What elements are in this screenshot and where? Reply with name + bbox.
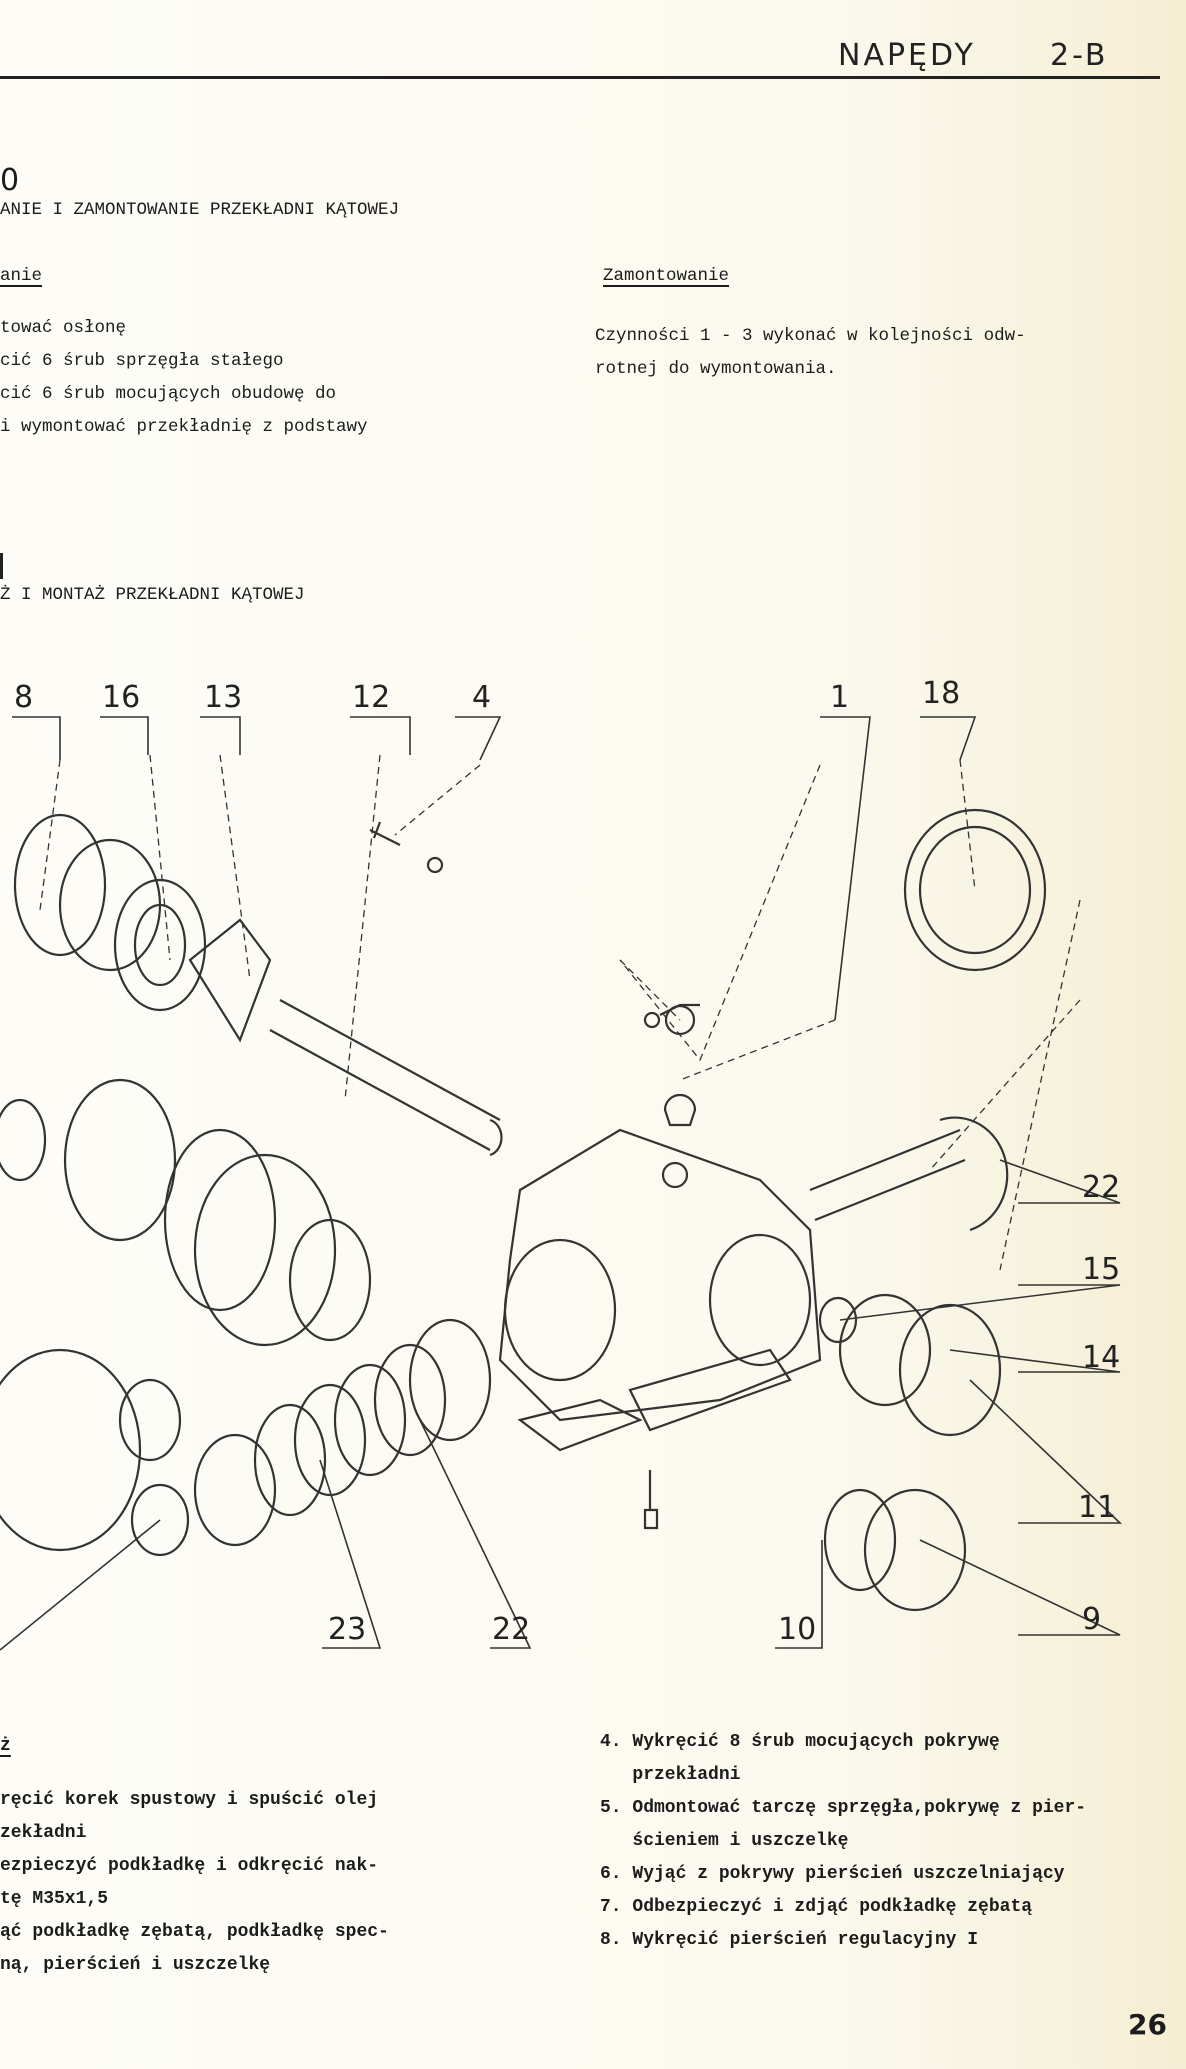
part-label-22: 22 — [1082, 1170, 1121, 1205]
page-number: 26 — [1128, 2008, 1167, 2041]
disassembly-bottom-heading: ż — [0, 1736, 11, 1756]
step: 4. Wykręcić 8 śrub mocujących pokrywę — [600, 1732, 1000, 1752]
part-label-1: 1 — [830, 680, 850, 715]
shaft-part — [269, 999, 503, 1157]
part-label-4: 4 — [472, 680, 492, 715]
ring-part — [58, 838, 162, 972]
assembly-text: Czynności 1 - 3 wykonać w kolejności odw… — [595, 326, 1026, 346]
bevel-gear-part — [188, 918, 272, 1043]
part-label-9: 9 — [1082, 1602, 1102, 1637]
part-label-13: 13 — [204, 680, 243, 715]
header-section: NAPĘDY — [838, 38, 976, 73]
part-label-11: 11 — [1078, 1490, 1117, 1525]
disassembly-heading: anie — [0, 266, 43, 286]
step: przekładni — [600, 1765, 741, 1785]
assembly-heading: Zamontowanie — [603, 266, 730, 286]
housing-part — [498, 1128, 822, 1422]
step: tę M35x1,5 — [0, 1889, 109, 1909]
part-label-18: 18 — [922, 676, 961, 711]
step: i wymontować przekładnię z podstawy — [0, 417, 368, 437]
header-rule — [0, 76, 1160, 79]
part-label-22b: 22 — [492, 1612, 531, 1647]
step: 8. Wykręcić pierścień regulacyjny I — [600, 1930, 979, 1950]
part-label-14: 14 — [1082, 1340, 1121, 1375]
part-label-8: 8 — [14, 680, 34, 715]
step: 5. Odmontować tarczę sprzęgła,pokrywę z … — [600, 1798, 1087, 1818]
step: ną, pierścień i uszczelkę — [0, 1955, 271, 1975]
section-marker — [0, 553, 3, 579]
part-label-16: 16 — [102, 680, 141, 715]
assembly-text: rotnej do wymontowania. — [595, 359, 837, 379]
step: 7. Odbezpieczyć i zdjąć podkładkę zębatą — [600, 1897, 1033, 1917]
lower-title: Ż I MONTAŻ PRZEKŁADNI KĄTOWEJ — [0, 585, 305, 605]
step: zekładni — [0, 1823, 87, 1843]
part-label-15: 15 — [1082, 1252, 1121, 1287]
exploded-diagram — [0, 716, 1122, 1651]
step: cić 6 śrub mocujących obudowę do — [0, 384, 337, 404]
bolt-part — [369, 821, 401, 846]
cover-part — [903, 808, 1047, 972]
step: tować osłonę — [0, 318, 127, 338]
step: cić 6 śrub sprzęgła stałego — [0, 351, 284, 371]
output-shaft-part — [809, 1116, 1009, 1232]
bearing-part — [113, 878, 207, 1012]
plug-part — [663, 1093, 697, 1127]
part-label-10: 10 — [778, 1612, 817, 1647]
step: ezpieczyć podkładkę i odkręcić nak- — [0, 1856, 379, 1876]
flange-part — [13, 813, 107, 957]
header-code: 2-B — [1050, 38, 1109, 73]
part-label-23: 23 — [328, 1612, 367, 1647]
section-title: ANIE I ZAMONTOWANIE PRZEKŁADNI KĄTOWEJ — [0, 200, 400, 220]
step: ąć podkładkę zębatą, podkładkę spec- — [0, 1922, 389, 1942]
step: ścieniem i uszczelkę — [600, 1831, 849, 1851]
section-number: 0 — [0, 163, 20, 198]
step: ręcić korek spustowy i spuścić olej — [0, 1790, 379, 1810]
part-label-12: 12 — [352, 680, 391, 715]
step: 6. Wyjąć z pokrywy pierścień uszczelniaj… — [600, 1864, 1065, 1884]
